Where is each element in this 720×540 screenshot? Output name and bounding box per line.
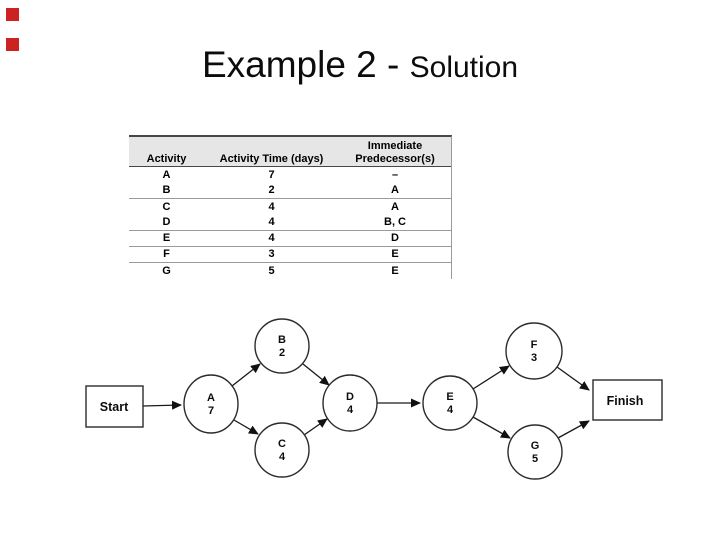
header-predecessor: Immediate Predecessor(s) bbox=[355, 140, 435, 165]
table-header-row: Activity Activity Time (days) Immediate … bbox=[129, 137, 451, 167]
table-row: G 5 E bbox=[129, 263, 451, 279]
table-row: A 7 – bbox=[129, 167, 451, 183]
cell-time: 4 bbox=[268, 201, 275, 213]
node-id: A bbox=[207, 392, 215, 404]
node-time: 7 bbox=[208, 405, 214, 417]
node-a: A 7 bbox=[183, 374, 239, 434]
node-id: G bbox=[531, 440, 540, 452]
table-row: C 4 A bbox=[129, 199, 451, 215]
cell-time: 3 bbox=[268, 248, 275, 260]
node-time: 3 bbox=[531, 352, 537, 364]
edge-g-finish bbox=[557, 420, 590, 439]
node-time: 5 bbox=[532, 453, 538, 465]
cell-time: 5 bbox=[268, 265, 275, 277]
cell-predecessor: E bbox=[391, 248, 399, 260]
cell-activity: D bbox=[162, 216, 171, 228]
cell-predecessor: D bbox=[391, 232, 399, 244]
node-time: 4 bbox=[447, 404, 454, 416]
edge-a-b bbox=[231, 363, 261, 387]
header-activity: Activity bbox=[146, 153, 187, 165]
cell-activity: E bbox=[162, 232, 171, 244]
node-id: B bbox=[278, 334, 286, 346]
node-e: E 4 bbox=[422, 375, 478, 431]
title-sub: Solution bbox=[409, 51, 519, 84]
finish-label: Finish bbox=[607, 394, 644, 408]
edge-e-f bbox=[472, 365, 510, 390]
cell-time: 4 bbox=[268, 232, 275, 244]
edge-e-g bbox=[472, 416, 511, 439]
edge-c-d bbox=[303, 418, 328, 436]
header-time: Activity Time (days) bbox=[219, 153, 324, 165]
title-main: Example 2 - bbox=[201, 44, 410, 85]
table-row: E 4 D bbox=[129, 231, 451, 247]
node-id: C bbox=[278, 438, 286, 450]
cell-predecessor: A bbox=[391, 184, 399, 196]
cell-activity: A bbox=[162, 169, 171, 181]
red-marker-icon bbox=[6, 8, 19, 21]
cell-predecessor: B, C bbox=[384, 216, 406, 228]
edge-f-finish bbox=[556, 366, 590, 391]
edge-b-d bbox=[302, 363, 330, 386]
start-label: Start bbox=[100, 400, 129, 414]
node-id: F bbox=[531, 339, 538, 351]
activity-table: Activity Activity Time (days) Immediate … bbox=[129, 135, 452, 279]
node-d: D 4 bbox=[322, 374, 378, 432]
cell-time: 2 bbox=[268, 184, 275, 196]
cell-time: 7 bbox=[268, 169, 275, 181]
node-c: C 4 bbox=[254, 422, 310, 478]
node-id: E bbox=[446, 391, 453, 403]
cell-activity: F bbox=[163, 248, 170, 260]
cell-predecessor: – bbox=[391, 169, 399, 181]
cell-activity: B bbox=[162, 184, 171, 196]
start-box bbox=[85, 385, 144, 428]
finish-box bbox=[592, 379, 663, 421]
node-f: F 3 bbox=[505, 322, 563, 380]
edge-a-c bbox=[233, 419, 259, 435]
cell-predecessor: A bbox=[391, 201, 399, 213]
red-marker-icon bbox=[6, 38, 19, 51]
table-row: D 4 B, C bbox=[129, 215, 451, 231]
node-id: D bbox=[346, 391, 354, 403]
table-row: B 2 A bbox=[129, 183, 451, 199]
node-g: G 5 bbox=[507, 424, 563, 480]
cell-activity: C bbox=[162, 201, 171, 213]
node-time: 4 bbox=[347, 404, 354, 416]
node-time: 4 bbox=[279, 451, 286, 463]
network-diagram: Start Finish A 7 B 2 C 4 D 4 E 4 bbox=[85, 318, 663, 480]
cell-activity: G bbox=[162, 265, 171, 277]
page-title: Example 2 - Solution bbox=[0, 44, 720, 86]
cell-predecessor: E bbox=[391, 265, 399, 277]
edge-start-a bbox=[142, 400, 182, 410]
node-time: 2 bbox=[279, 347, 285, 359]
cell-time: 4 bbox=[268, 216, 275, 228]
table-row: F 3 E bbox=[129, 247, 451, 263]
node-b: B 2 bbox=[254, 318, 310, 374]
